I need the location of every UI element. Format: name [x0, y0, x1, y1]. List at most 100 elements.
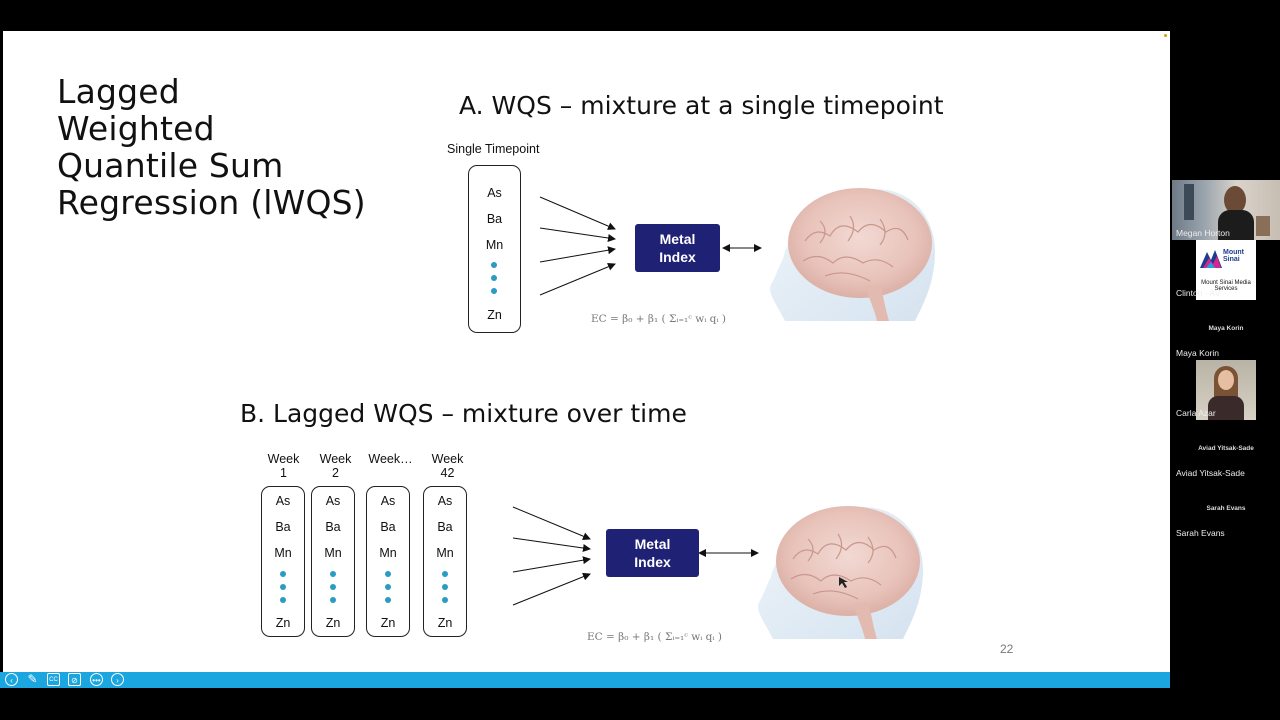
participant-tile-text: Sarah Evans — [1206, 505, 1246, 512]
slide-title-line: Weighted — [57, 109, 215, 148]
element-mn: Mn — [436, 546, 454, 560]
element-as: As — [380, 494, 396, 508]
logo-tile-text: Mount Sinai Media Services — [1201, 280, 1251, 292]
participant-tile[interactable]: Sarah Evans Sarah Evans — [1172, 480, 1280, 540]
element-ba: Ba — [275, 520, 291, 534]
element-as: As — [437, 494, 453, 508]
arrows-b — [512, 506, 759, 606]
presentation-toolbar: ‹ ✎ CC ⊘ ••• › — [0, 672, 1170, 688]
element-ba: Ba — [486, 212, 503, 226]
ellipsis-dot — [330, 597, 336, 603]
element-zn: Zn — [380, 616, 396, 630]
element-ba: Ba — [380, 520, 396, 534]
element-mn: Mn — [274, 546, 292, 560]
slide-title-line: Quantile Sum — [57, 146, 284, 185]
wqs-formula-a: EC = β₀ + β₁ ( Σᵢ₌₁ᶜ wᵢ qᵢ ) — [591, 313, 726, 325]
week-label-line: Week… — [368, 452, 413, 466]
element-as: As — [275, 494, 291, 508]
participant-tile-text: Aviad Yitsak-Sade — [1198, 445, 1254, 452]
back-icon[interactable]: ‹ — [5, 673, 18, 686]
participant-video — [1172, 360, 1280, 420]
pen-icon[interactable]: ✎ — [27, 672, 38, 686]
participant-tile[interactable]: Maya Korin Maya Korin — [1172, 300, 1280, 360]
week-label-line: 42 — [440, 466, 455, 480]
ellipsis-dot — [385, 571, 391, 577]
brain-head-image-b — [758, 506, 923, 639]
element-zn: Zn — [325, 616, 341, 630]
element-ba: Ba — [437, 520, 453, 534]
wqs-formula-b: EC = β₀ + β₁ ( Σᵢ₌₁ᶜ wᵢ qᵢ ) — [587, 631, 722, 643]
element-ba: Ba — [325, 520, 341, 534]
ellipsis-dot — [491, 262, 497, 268]
brain-head-image-a — [770, 188, 935, 321]
week-label-line: Week — [267, 452, 300, 466]
slide-page-number: 22 — [1000, 642, 1014, 656]
arrows-a — [539, 196, 762, 296]
camera-off-icon[interactable]: ⊘ — [68, 673, 81, 686]
ellipsis-dot — [280, 597, 286, 603]
participant-name: Clinton - AV — [1176, 288, 1221, 298]
participant-tile-text: Maya Korin — [1208, 325, 1244, 332]
participant-video — [1172, 180, 1280, 240]
ellipsis-dot — [385, 597, 391, 603]
element-zn: Zn — [487, 308, 502, 322]
ellipsis-dot — [442, 597, 448, 603]
element-mn: Mn — [324, 546, 342, 560]
week-2-label: Week 2 — [313, 452, 358, 480]
element-mn: Mn — [379, 546, 397, 560]
single-timepoint-label: Single Timepoint — [447, 142, 540, 156]
element-as: As — [487, 186, 502, 200]
slide-title-line: Regression (lWQS) — [57, 183, 366, 222]
ellipsis-dot — [491, 288, 497, 294]
ellipsis-dot — [330, 584, 336, 590]
element-mn: Mn — [485, 238, 504, 252]
ellipsis-dot — [385, 584, 391, 590]
week-1-label: Week 1 — [261, 452, 306, 480]
slide-title-line: Lagged — [57, 72, 180, 111]
week-label-line: Week — [431, 452, 464, 466]
participant-name: Megan Horton — [1176, 228, 1230, 238]
metal-index-label-2: Index — [634, 554, 671, 570]
element-zn: Zn — [437, 616, 453, 630]
participant-tile[interactable]: Aviad Yitsak-Sade Aviad Yitsak-Sade — [1172, 420, 1280, 480]
participant-tile[interactable]: Carla Azar — [1172, 360, 1280, 420]
section-b-heading: B. Lagged WQS – mixture over time — [240, 399, 687, 428]
metal-index-label-1: Metal — [634, 536, 671, 552]
forward-icon[interactable]: › — [111, 673, 124, 686]
week-ellipsis-label: Week… — [363, 452, 418, 466]
participant-name: Sarah Evans — [1176, 528, 1225, 538]
slide-title: Lagged Weighted Quantile Sum Regression … — [57, 73, 366, 221]
more-icon[interactable]: ••• — [90, 673, 103, 686]
ellipsis-dot — [330, 571, 336, 577]
recording-indicator — [1164, 34, 1167, 37]
week-label-line: 2 — [332, 466, 339, 480]
week-label-line: 1 — [280, 466, 287, 480]
element-as: As — [325, 494, 341, 508]
participant-name: Carla Azar — [1176, 408, 1216, 418]
element-column-a: As Ba Mn Zn — [468, 165, 521, 333]
ellipsis-dot — [280, 584, 286, 590]
participant-name: Aviad Yitsak-Sade — [1176, 468, 1245, 478]
section-a-heading: A. WQS – mixture at a single timepoint — [459, 91, 944, 120]
element-zn: Zn — [275, 616, 291, 630]
ellipsis-dot — [491, 275, 497, 281]
week-42-label: Week 42 — [425, 452, 470, 480]
ellipsis-dot — [442, 571, 448, 577]
participant-name: Maya Korin — [1176, 348, 1219, 358]
mount-sinai-logo — [1200, 250, 1222, 268]
cc-icon[interactable]: CC — [47, 673, 60, 686]
metal-index-label-2: Index — [659, 249, 696, 265]
ellipsis-dot — [280, 571, 286, 577]
metal-index-label-1: Metal — [659, 231, 696, 247]
participant-tile[interactable]: Megan Horton — [1172, 180, 1280, 240]
week-label-line: Week — [319, 452, 352, 466]
ellipsis-dot — [442, 584, 448, 590]
